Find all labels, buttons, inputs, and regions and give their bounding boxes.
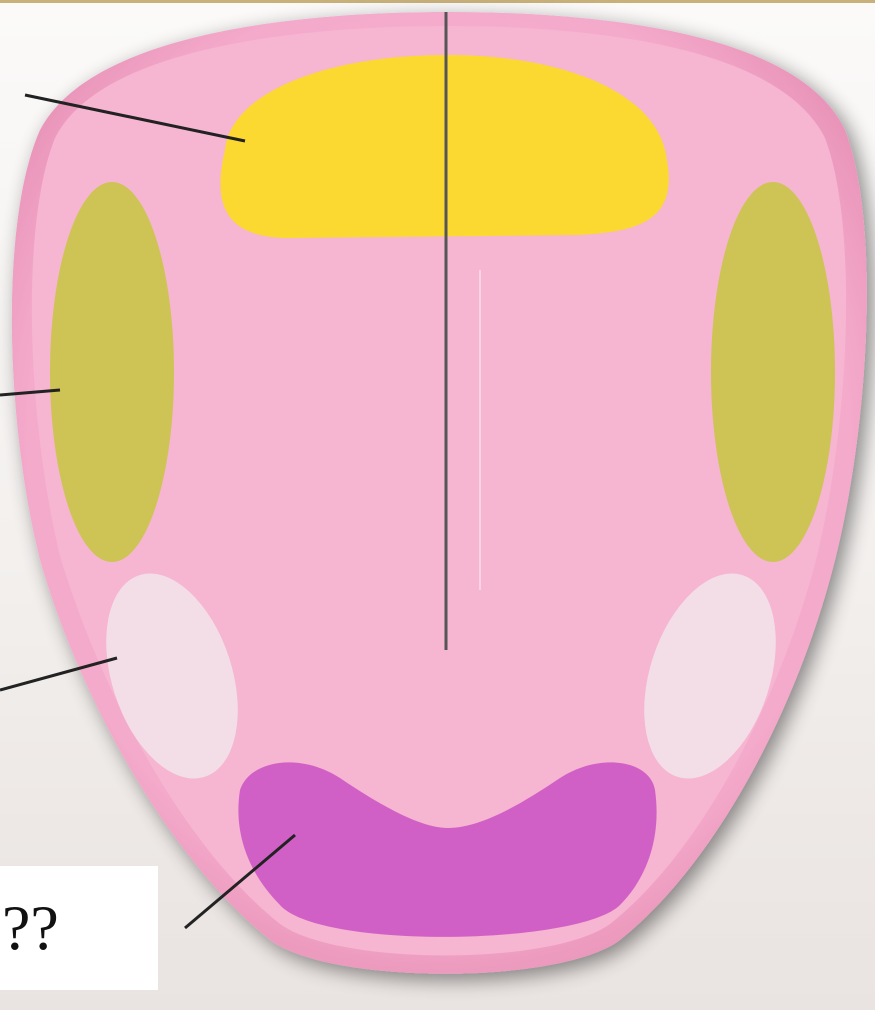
region-left-side-front <box>50 182 174 562</box>
unknown-label: ?? <box>2 896 59 960</box>
region-right-side-front <box>711 182 835 562</box>
unknown-label-box: ?? <box>0 866 158 990</box>
